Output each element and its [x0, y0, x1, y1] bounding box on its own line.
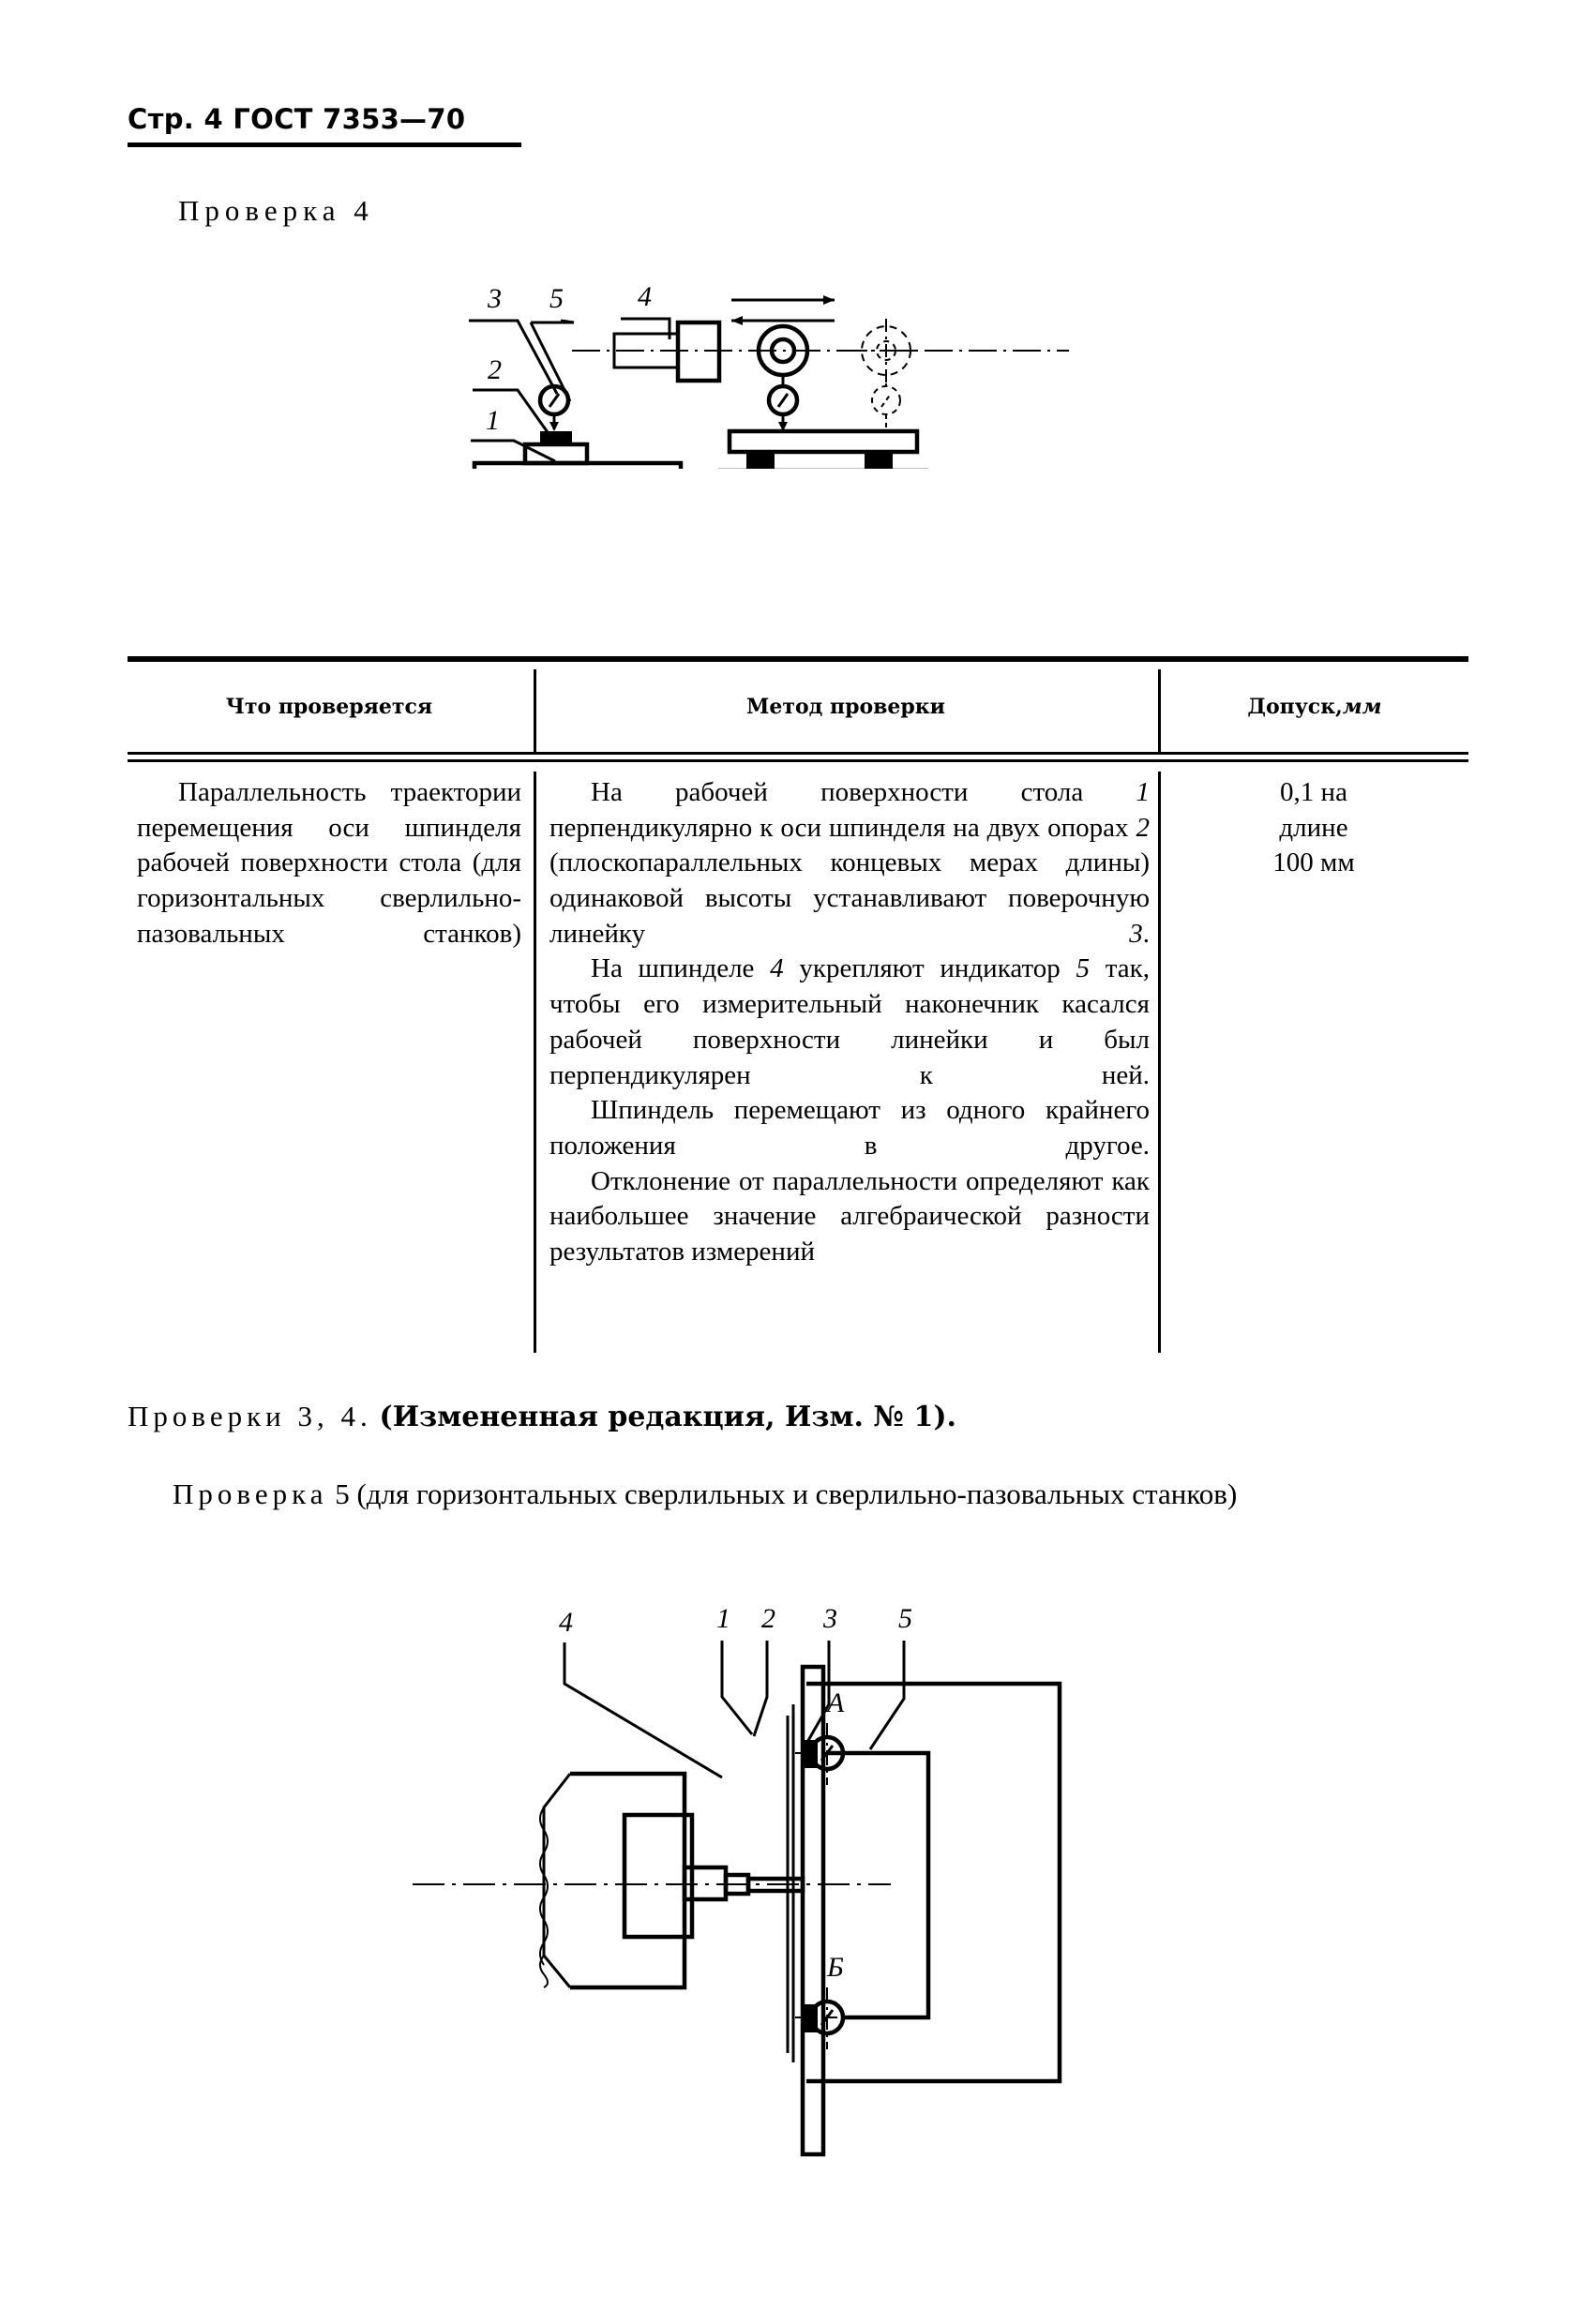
- method-p2-ref-1: 4: [770, 953, 784, 984]
- check-5-number: 5: [327, 1477, 357, 1510]
- tolerance-line-3: 100 мм: [1272, 847, 1355, 878]
- method-p1-a: На рабочей поверхности стола: [591, 777, 1136, 807]
- fig2-label-4: 4: [559, 1607, 573, 1638]
- method-paragraph-3: Шпиндель перемещают из одного крайнего п…: [549, 1095, 1150, 1161]
- method-p1-ref-3: 3: [1129, 918, 1143, 949]
- figure-check-5: 4 1 2 3 5: [403, 1594, 1247, 2212]
- table-header-tolerance: Допуск, мм: [1161, 662, 1468, 752]
- header-text: Стр. 4 ГОСТ 7353—70: [128, 103, 466, 135]
- method-p2-a: На шпинделе: [591, 953, 771, 984]
- table-header-bottom-rule-1: [128, 752, 1468, 755]
- page-header: Стр. 4 ГОСТ 7353—70: [128, 103, 1468, 135]
- method-paragraph-1: На рабочей поверхности стола 1 перпендик…: [549, 775, 1150, 952]
- table-header-tolerance-text: Допуск,: [1247, 695, 1343, 719]
- table-body: Параллельность траектории перемещения ос…: [128, 762, 1468, 1353]
- method-p1-ref-2: 2: [1136, 812, 1151, 843]
- method-p1-d: .: [1142, 918, 1150, 949]
- table-header-what: Что проверяется: [225, 695, 433, 719]
- fig2-label-5: 5: [898, 1603, 912, 1634]
- note-prefix: Проверки 3, 4.: [128, 1400, 372, 1432]
- body-divider-1: [534, 772, 536, 1353]
- header-divider-1: [534, 669, 536, 752]
- table-cell-method: На рабочей поверхности стола 1 перпендик…: [549, 775, 1150, 1270]
- method-p1-c: (плоскопараллельных концевых мерах длины…: [549, 847, 1150, 949]
- figure-check-4: 3 5 4: [459, 281, 1135, 469]
- method-p2-c: так, чтобы его измерительный наконечник …: [549, 953, 1150, 1090]
- fig2-label-A: А: [825, 1687, 845, 1718]
- tolerance-line-1: 0,1 на: [1280, 777, 1347, 807]
- inspection-table: Что проверяется Метод проверки Допуск, м…: [128, 656, 1468, 1353]
- tolerance-line-2: длине: [1279, 812, 1348, 843]
- fig1-label-1: 1: [486, 405, 500, 436]
- note-bold-part: (Измененная редакция, Изм. № 1).: [379, 1401, 956, 1433]
- table-header-row: Что проверяется Метод проверки Допуск, м…: [128, 662, 1468, 752]
- check-5-label: Проверка: [173, 1477, 328, 1510]
- fig2-label-B: Б: [826, 1952, 844, 1983]
- header-divider-2: [1158, 669, 1161, 752]
- check-5-rest: (для горизонтальных сверлильных и сверли…: [356, 1477, 1238, 1510]
- section-title-check-5: Проверка 5 (для горизонтальных сверлильн…: [128, 1475, 1468, 1514]
- method-paragraph-4: Отклонение от параллельности определяют …: [549, 1165, 1150, 1267]
- method-p2-b: укрепляют индикатор: [783, 953, 1076, 984]
- fig2-label-2: 2: [761, 1603, 775, 1634]
- table-cell-tolerance: 0,1 на длине 100 мм: [1168, 775, 1459, 881]
- fig1-label-3: 3: [487, 283, 502, 314]
- what-text: Параллельность траектории перемещения ос…: [137, 777, 521, 949]
- fig2-label-3: 3: [822, 1603, 837, 1634]
- body-divider-2: [1158, 772, 1161, 1353]
- note-revision: Проверки 3, 4. (Измененная редакция, Изм…: [128, 1397, 1468, 1436]
- fig1-label-2: 2: [488, 354, 502, 385]
- table-cell-what: Параллельность траектории перемещения ос…: [137, 775, 521, 952]
- table-top-rule: [128, 656, 1468, 662]
- header-divider: [128, 142, 521, 147]
- table-header-tolerance-unit: мм: [1342, 695, 1382, 719]
- table-header-method: Метод проверки: [745, 695, 945, 719]
- method-p1-b: перпендикулярно к оси шпинделя на двух о…: [549, 812, 1136, 843]
- fig1-label-5: 5: [549, 283, 564, 314]
- fig1-label-4: 4: [638, 281, 652, 312]
- method-p2-ref-2: 5: [1076, 953, 1091, 984]
- table-header-bottom-rule-2: [128, 759, 1468, 762]
- section-title-check-4: Проверка 4: [178, 194, 374, 227]
- fig2-label-1: 1: [716, 1603, 730, 1634]
- method-paragraph-2: На шпинделе 4 укрепляют индикатор 5 так,…: [549, 952, 1150, 1093]
- method-p1-ref-1: 1: [1136, 777, 1151, 807]
